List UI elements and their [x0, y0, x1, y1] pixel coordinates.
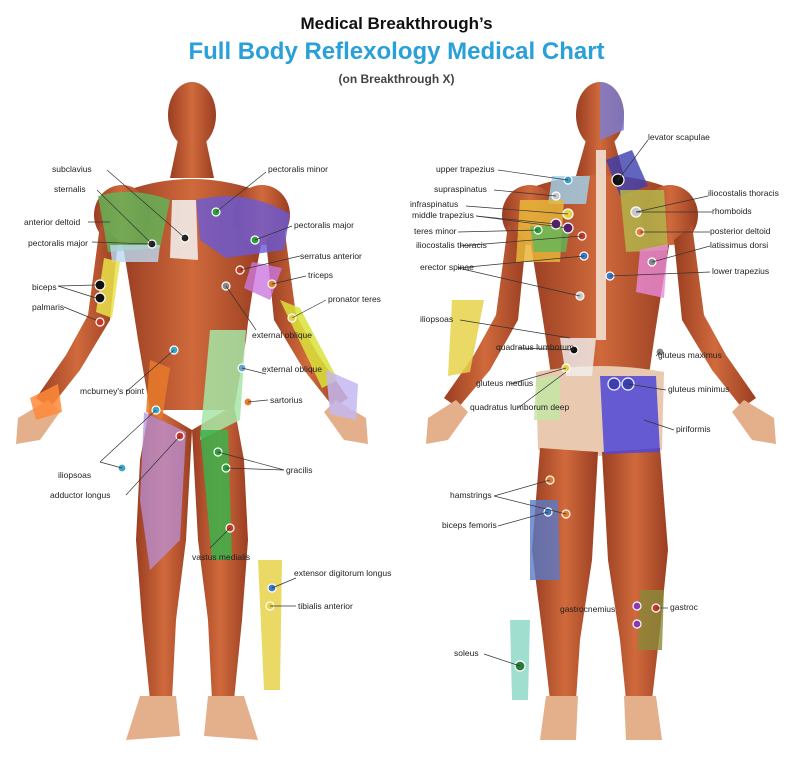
label-soleus: soleus: [454, 648, 479, 658]
zone-external-oblique: [200, 330, 246, 440]
back-labels: upper trapezius supraspinatus infraspina…: [410, 132, 779, 658]
zone-palm-left: [30, 384, 62, 420]
label-supraspinatus: supraspinatus: [434, 184, 487, 194]
label-gracilis: gracilis: [286, 465, 312, 475]
zone-adductor-longus: [140, 412, 186, 570]
label-extensor-digitorum-longus: extensor digitorum longus: [294, 568, 391, 578]
label-mcburneys-point: mcburney's point: [80, 386, 145, 396]
front-arm-left: [36, 225, 118, 408]
back-foot-left: [540, 696, 578, 740]
label-external-oblique-1: external oblique: [252, 330, 312, 340]
zone-sternalis: [170, 200, 198, 260]
point-biceps-2: [94, 292, 106, 304]
label-gluteus-medius: gluteus medius: [476, 378, 533, 388]
back-leg-right: [602, 448, 668, 700]
label-teres-minor: teres minor: [414, 226, 457, 236]
zone-biceps-femoris: [530, 500, 560, 580]
zone-gluteus-maximus: [600, 376, 660, 454]
zone-iliopsoas-back: [448, 300, 484, 376]
label-posterior-deltoid: posterior deltoid: [710, 226, 771, 236]
zone-anterior-deltoid: [98, 191, 170, 252]
front-arm-right: [266, 225, 348, 408]
zone-gluteus-medius: [534, 376, 560, 420]
label-biceps-femoris: biceps femoris: [442, 520, 497, 530]
zone-gracilis: [200, 430, 232, 560]
label-gluteus-minimus: gluteus minimus: [668, 384, 729, 394]
label-vastus-medialis: vastus medialis: [192, 552, 250, 562]
label-iliopsoas-front: iliopsoas: [58, 470, 91, 480]
label-hamstrings: hamstrings: [450, 490, 492, 500]
label-gastroc: gastroc: [670, 602, 699, 612]
back-hand-left: [426, 400, 468, 444]
supertitle: Medical Breakthrough’s: [300, 14, 493, 33]
label-middle-trapezius: middle trapezius: [412, 210, 474, 220]
front-neck: [170, 140, 214, 178]
label-lower-trapezius: lower trapezius: [712, 266, 769, 276]
zone-gastrocnemius: [638, 590, 664, 650]
label-iliopsoas-back: iliopsoas: [420, 314, 453, 324]
chart-title: Full Body Reflexology Medical Chart: [188, 38, 605, 65]
label-infraspinatus: infraspinatus: [410, 199, 458, 209]
label-rhomboids: rhomboids: [712, 206, 752, 216]
point-palmaris: [95, 317, 105, 327]
label-gastrocnemius: gastrocnemius: [560, 604, 615, 614]
label-piriformis: piriformis: [676, 424, 710, 434]
zone-rhomboids: [620, 190, 668, 252]
label-quadratus-lumborum-deep: quadratus lumborum deep: [470, 402, 570, 412]
label-pectoralis-minor: pectoralis minor: [268, 164, 328, 174]
label-biceps: biceps: [32, 282, 57, 292]
back-leader-lines: [457, 139, 712, 667]
back-hand-right: [732, 400, 776, 444]
front-figure: [16, 82, 368, 740]
point-gastrocnemius-1: [632, 601, 642, 611]
back-head-zone: [600, 82, 624, 140]
zone-pectoralis-major-left: [110, 245, 160, 262]
label-iliocostalis-thoracis-right: iliocostalis thoracis: [708, 188, 779, 198]
zone-pronator-teres: [280, 300, 338, 388]
label-quadratus-lumborum: quadratus lumborum: [496, 342, 574, 352]
label-pectoralis-major-left: pectoralis major: [28, 238, 88, 248]
zone-latissimus-dorsi: [636, 244, 668, 298]
label-anterior-deltoid: anterior deltoid: [24, 217, 81, 227]
zone-mcburneys-point: [146, 360, 170, 420]
label-gluteus-maximus: gluteus maximus: [658, 350, 722, 360]
front-leader-lines: [57, 169, 327, 607]
zone-spine: [596, 150, 606, 340]
label-external-oblique-2: external oblique: [262, 364, 322, 374]
label-palmaris: palmaris: [32, 302, 64, 312]
label-sternalis: sternalis: [54, 184, 86, 194]
back-arm-left: [444, 225, 526, 408]
label-upper-trapezius: upper trapezius: [436, 164, 495, 174]
zone-tibialis-anterior: [258, 560, 282, 690]
zone-palm-right: [326, 370, 358, 420]
back-foot-right: [624, 696, 662, 740]
front-foot-right: [204, 696, 258, 740]
label-pronator-teres: pronator teres: [328, 294, 381, 304]
front-head: [168, 82, 216, 148]
point-biceps-1: [94, 279, 106, 291]
subtitle: (on Breakthrough X): [338, 72, 455, 86]
front-labels: subclavius sternalis anterior deltoid pe…: [24, 164, 391, 611]
label-adductor-longus: adductor longus: [50, 490, 111, 500]
label-sartorius: sartorius: [270, 395, 303, 405]
label-latissimus-dorsi: latissimus dorsi: [710, 240, 768, 250]
label-triceps: triceps: [308, 270, 333, 280]
label-erector-spinae: erector spinae: [420, 262, 474, 272]
zone-triceps: [244, 262, 282, 300]
back-arm-right: [674, 225, 756, 408]
zone-soleus: [510, 620, 530, 700]
label-pectoralis-major-right: pectoralis major: [294, 220, 354, 230]
label-tibialis-anterior: tibialis anterior: [298, 601, 353, 611]
point-gastrocnemius-2: [632, 619, 642, 629]
label-subclavius: subclavius: [52, 164, 92, 174]
label-serratus-anterior: serratus anterior: [300, 251, 362, 261]
front-foot-left: [126, 696, 180, 740]
label-levator-scapulae: levator scapulae: [648, 132, 710, 142]
point-gluteus-minimus-1: [607, 377, 621, 391]
label-iliocostalis-thoracis-left: iliocostalis thoracis: [416, 240, 487, 250]
